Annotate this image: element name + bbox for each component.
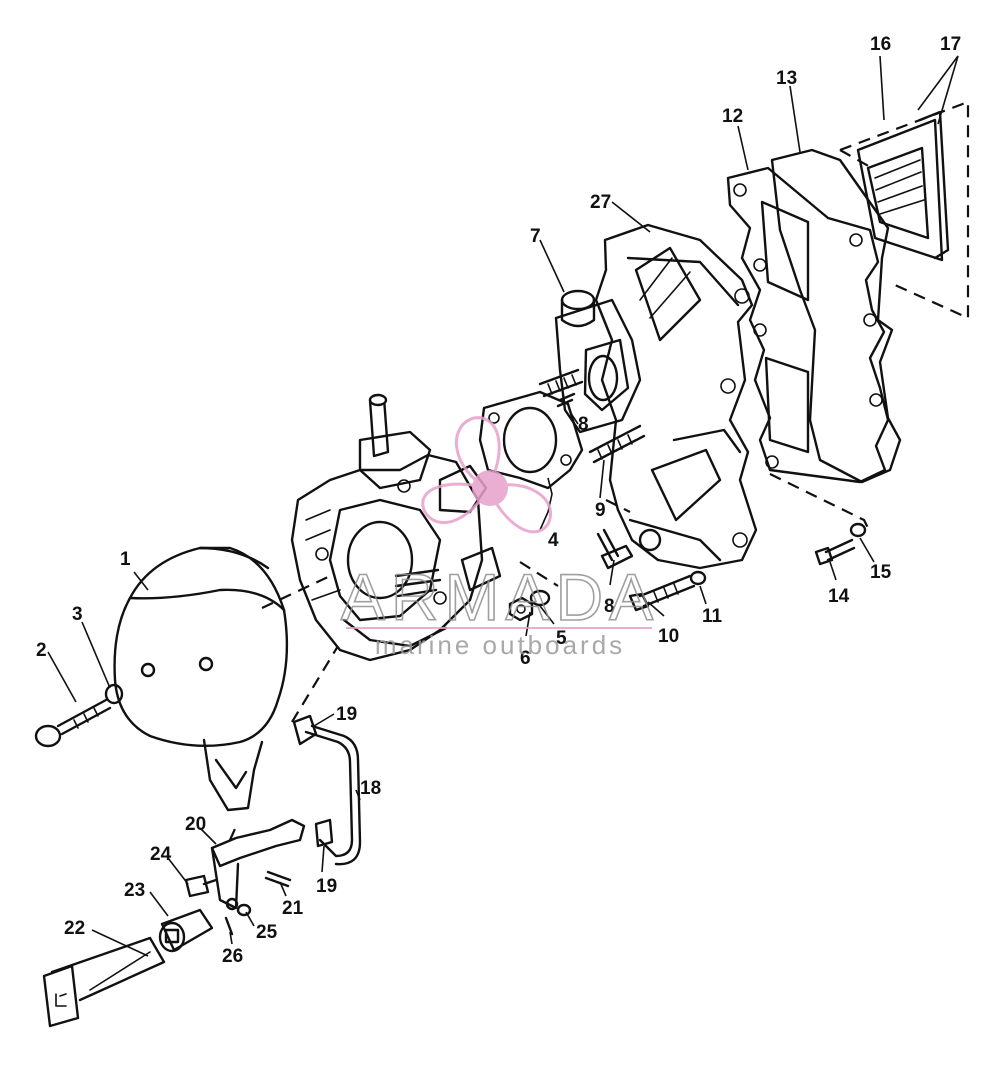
logo-petal	[485, 483, 552, 534]
fuel-line	[292, 714, 362, 866]
carburetor-adaptor	[554, 289, 642, 434]
callout-10: 10	[658, 626, 679, 647]
callout-20: 20	[185, 814, 206, 835]
propeller-logo-icon	[421, 416, 552, 534]
reed-plate	[726, 166, 890, 484]
callout-23: 23	[124, 880, 145, 901]
callout-12: 12	[722, 106, 743, 127]
callout-4: 4	[548, 530, 559, 551]
callout-25: 25	[256, 922, 278, 943]
reed-block-assembly	[839, 100, 970, 320]
leader-lines	[47, 55, 959, 957]
choke-knob	[42, 908, 214, 1028]
callout-labels: 1 2 3 4 5 6 7 8 8 9 10 11 12 13 14 15 16…	[36, 34, 961, 967]
callout-7: 7	[530, 226, 541, 247]
nut-and-washer	[508, 589, 551, 622]
watermark: ARMADA marine outboards	[340, 416, 659, 660]
callout-16: 16	[870, 34, 891, 55]
cover-bolt-and-washer	[34, 683, 124, 748]
callout-1: 1	[120, 549, 131, 570]
callout-8-upper: 8	[578, 414, 589, 435]
callout-26: 26	[222, 946, 243, 967]
studs	[538, 368, 646, 570]
assembly-alignment-lines	[228, 473, 871, 841]
carburetor	[290, 393, 502, 662]
callout-18: 18	[360, 778, 381, 799]
callout-27: 27	[590, 192, 611, 213]
callout-21: 21	[282, 898, 304, 919]
logo-petal	[455, 416, 501, 491]
callout-19-lower: 19	[316, 876, 337, 897]
logo-hub	[472, 470, 508, 506]
callout-13: 13	[776, 68, 797, 89]
callout-9: 9	[595, 500, 606, 521]
screw-and-washer	[628, 570, 707, 612]
callout-22: 22	[64, 918, 85, 939]
screw-14-washer-15	[814, 522, 867, 566]
callout-6: 6	[520, 648, 531, 669]
callout-14: 14	[828, 586, 850, 607]
callout-17: 17	[940, 34, 961, 55]
callout-15: 15	[870, 562, 892, 583]
watermark-tagline: marine outboards	[375, 630, 625, 660]
intake-gasket	[770, 148, 902, 484]
callout-24: 24	[150, 844, 172, 865]
logo-petal	[421, 482, 491, 525]
callout-5: 5	[556, 628, 567, 649]
callout-19-upper: 19	[336, 704, 357, 725]
callout-11: 11	[702, 606, 723, 627]
watermark-brand: ARMADA	[341, 560, 659, 634]
air-silencer-cover	[113, 546, 289, 812]
intake-manifold	[594, 223, 758, 570]
callout-3: 3	[72, 604, 83, 625]
choke-linkage	[184, 818, 306, 936]
callout-8-lower: 8	[604, 596, 615, 617]
callout-2: 2	[36, 640, 47, 661]
carburetor-gasket	[478, 390, 584, 490]
